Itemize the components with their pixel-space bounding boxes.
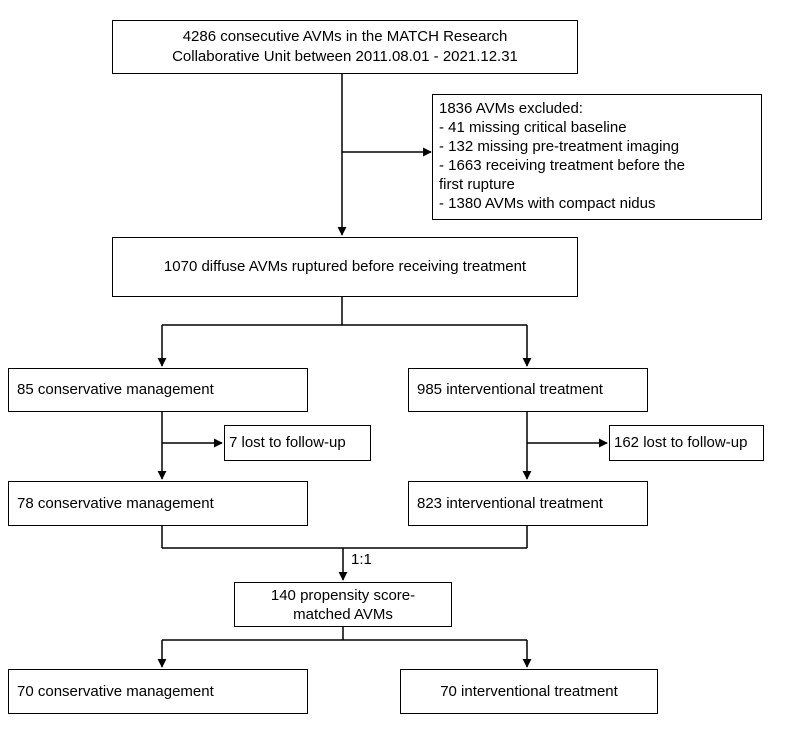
- interventional-lost-box: 162 lost to follow-up: [609, 425, 764, 461]
- conservative-initial-box: 85 conservative management: [8, 368, 308, 412]
- conservative-initial-label: 85 conservative management: [17, 381, 214, 398]
- interventional-matched-label: 70 interventional treatment: [440, 682, 618, 700]
- conservative-final-box: 78 conservative management: [8, 481, 308, 526]
- total-avms-box: 4286 consecutive AVMs in the MATCH Resea…: [112, 20, 578, 74]
- excluded-title: 1836 AVMs excluded:: [439, 100, 583, 117]
- interventional-initial-label: 985 interventional treatment: [417, 381, 603, 398]
- interventional-matched-box: 70 interventional treatment: [400, 669, 658, 714]
- diffuse-avms-box: 1070 diffuse AVMs ruptured before receiv…: [112, 237, 578, 297]
- matched-avms-line-1: 140 propensity score-: [270, 586, 416, 604]
- excluded-box: 1836 AVMs excluded: - 41 missing critica…: [432, 94, 762, 220]
- excluded-item: first rupture: [439, 176, 515, 193]
- total-avms-line-1: 4286 consecutive AVMs in the MATCH Resea…: [182, 28, 508, 45]
- excluded-item: - 1663 receiving treatment before the: [439, 157, 685, 174]
- interventional-final-label: 823 interventional treatment: [417, 494, 603, 512]
- total-avms-line-2: Collaborative Unit between 2011.08.01 - …: [172, 48, 518, 65]
- matched-avms-box: 140 propensity score- matched AVMs: [234, 582, 452, 627]
- conservative-matched-label: 70 conservative management: [17, 682, 214, 700]
- interventional-final-box: 823 interventional treatment: [408, 481, 648, 526]
- match-ratio-label: 1:1: [351, 551, 372, 568]
- interventional-lost-label: 162 lost to follow-up: [614, 434, 748, 451]
- matched-avms-line-2: matched AVMs: [293, 605, 393, 623]
- conservative-final-label: 78 conservative management: [17, 494, 214, 512]
- conservative-lost-box: 7 lost to follow-up: [224, 425, 371, 461]
- excluded-item: - 132 missing pre-treatment imaging: [439, 138, 680, 155]
- excluded-item: - 1380 AVMs with compact nidus: [439, 195, 656, 212]
- excluded-item: - 41 missing critical baseline: [439, 119, 627, 136]
- conservative-matched-box: 70 conservative management: [8, 669, 308, 714]
- diffuse-avms-label: 1070 diffuse AVMs ruptured before receiv…: [163, 258, 527, 275]
- interventional-initial-box: 985 interventional treatment: [408, 368, 648, 412]
- conservative-lost-label: 7 lost to follow-up: [229, 434, 346, 451]
